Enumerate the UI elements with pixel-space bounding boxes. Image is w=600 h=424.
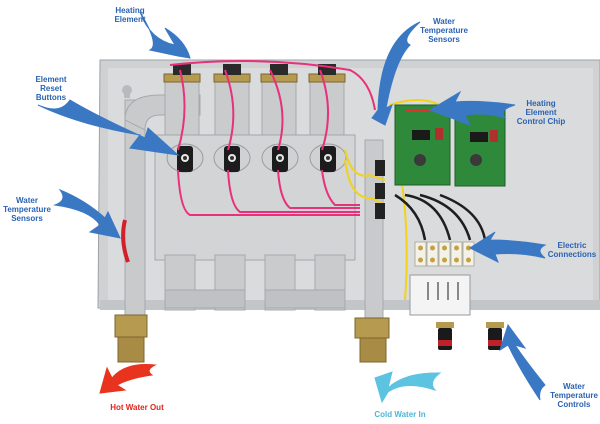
reset-button bbox=[261, 143, 299, 173]
label-water-temperature-controls: Water Temperature Controls bbox=[550, 382, 598, 409]
label-water-temperature-sensors-left: Water Temperature Sensors bbox=[3, 196, 51, 223]
reset-button bbox=[166, 143, 204, 173]
label-heating-element: Heating Element bbox=[114, 6, 146, 24]
arrow-water-temperature-controls bbox=[499, 323, 546, 401]
label-electric-connections: Electric Connections bbox=[547, 241, 597, 259]
arrow-control-chip bbox=[428, 90, 516, 126]
arrow-heating-element bbox=[139, 11, 191, 59]
terminal bbox=[438, 241, 451, 267]
sensor-connectors bbox=[375, 160, 385, 219]
lower-u-pipes bbox=[164, 254, 346, 311]
wiring-diagram-sticker bbox=[409, 274, 471, 316]
arrow-hot-water-out bbox=[99, 364, 157, 394]
arrow-electric-connections bbox=[468, 231, 547, 264]
terminal bbox=[450, 241, 463, 267]
wiring-black bbox=[394, 193, 487, 241]
heating-element bbox=[260, 64, 298, 141]
terminal bbox=[426, 241, 439, 267]
arrow-cold-water-in bbox=[374, 371, 442, 404]
label-heating-element-control-chip: Heating Element Control Chip bbox=[516, 99, 566, 126]
u-pipe bbox=[164, 254, 246, 311]
temperature-knobs bbox=[436, 322, 504, 350]
u-pipe bbox=[264, 254, 346, 311]
arrow-element-reset-buttons bbox=[37, 99, 180, 156]
reset-button bbox=[309, 143, 347, 173]
terminal bbox=[414, 241, 427, 267]
label-cold-water-in: Cold Water In bbox=[374, 410, 426, 419]
label-water-temperature-sensors-top: Water Temperature Sensors bbox=[420, 17, 468, 44]
reset-button bbox=[213, 143, 251, 173]
terminal bbox=[462, 241, 475, 267]
temperature-knob bbox=[436, 322, 454, 350]
label-hot-water-out: Hot Water Out bbox=[110, 403, 164, 412]
reset-buttons bbox=[166, 143, 347, 173]
arrow-water-temp-sensors-left bbox=[53, 188, 121, 239]
temperature-knob bbox=[486, 322, 504, 350]
terminal-block bbox=[414, 241, 475, 267]
hot-outlet-pipe bbox=[114, 94, 201, 363]
label-element-reset-buttons: Element Reset Buttons bbox=[35, 75, 67, 102]
arrow-water-temp-sensors-top bbox=[371, 21, 421, 126]
wiring-pink bbox=[121, 60, 376, 263]
